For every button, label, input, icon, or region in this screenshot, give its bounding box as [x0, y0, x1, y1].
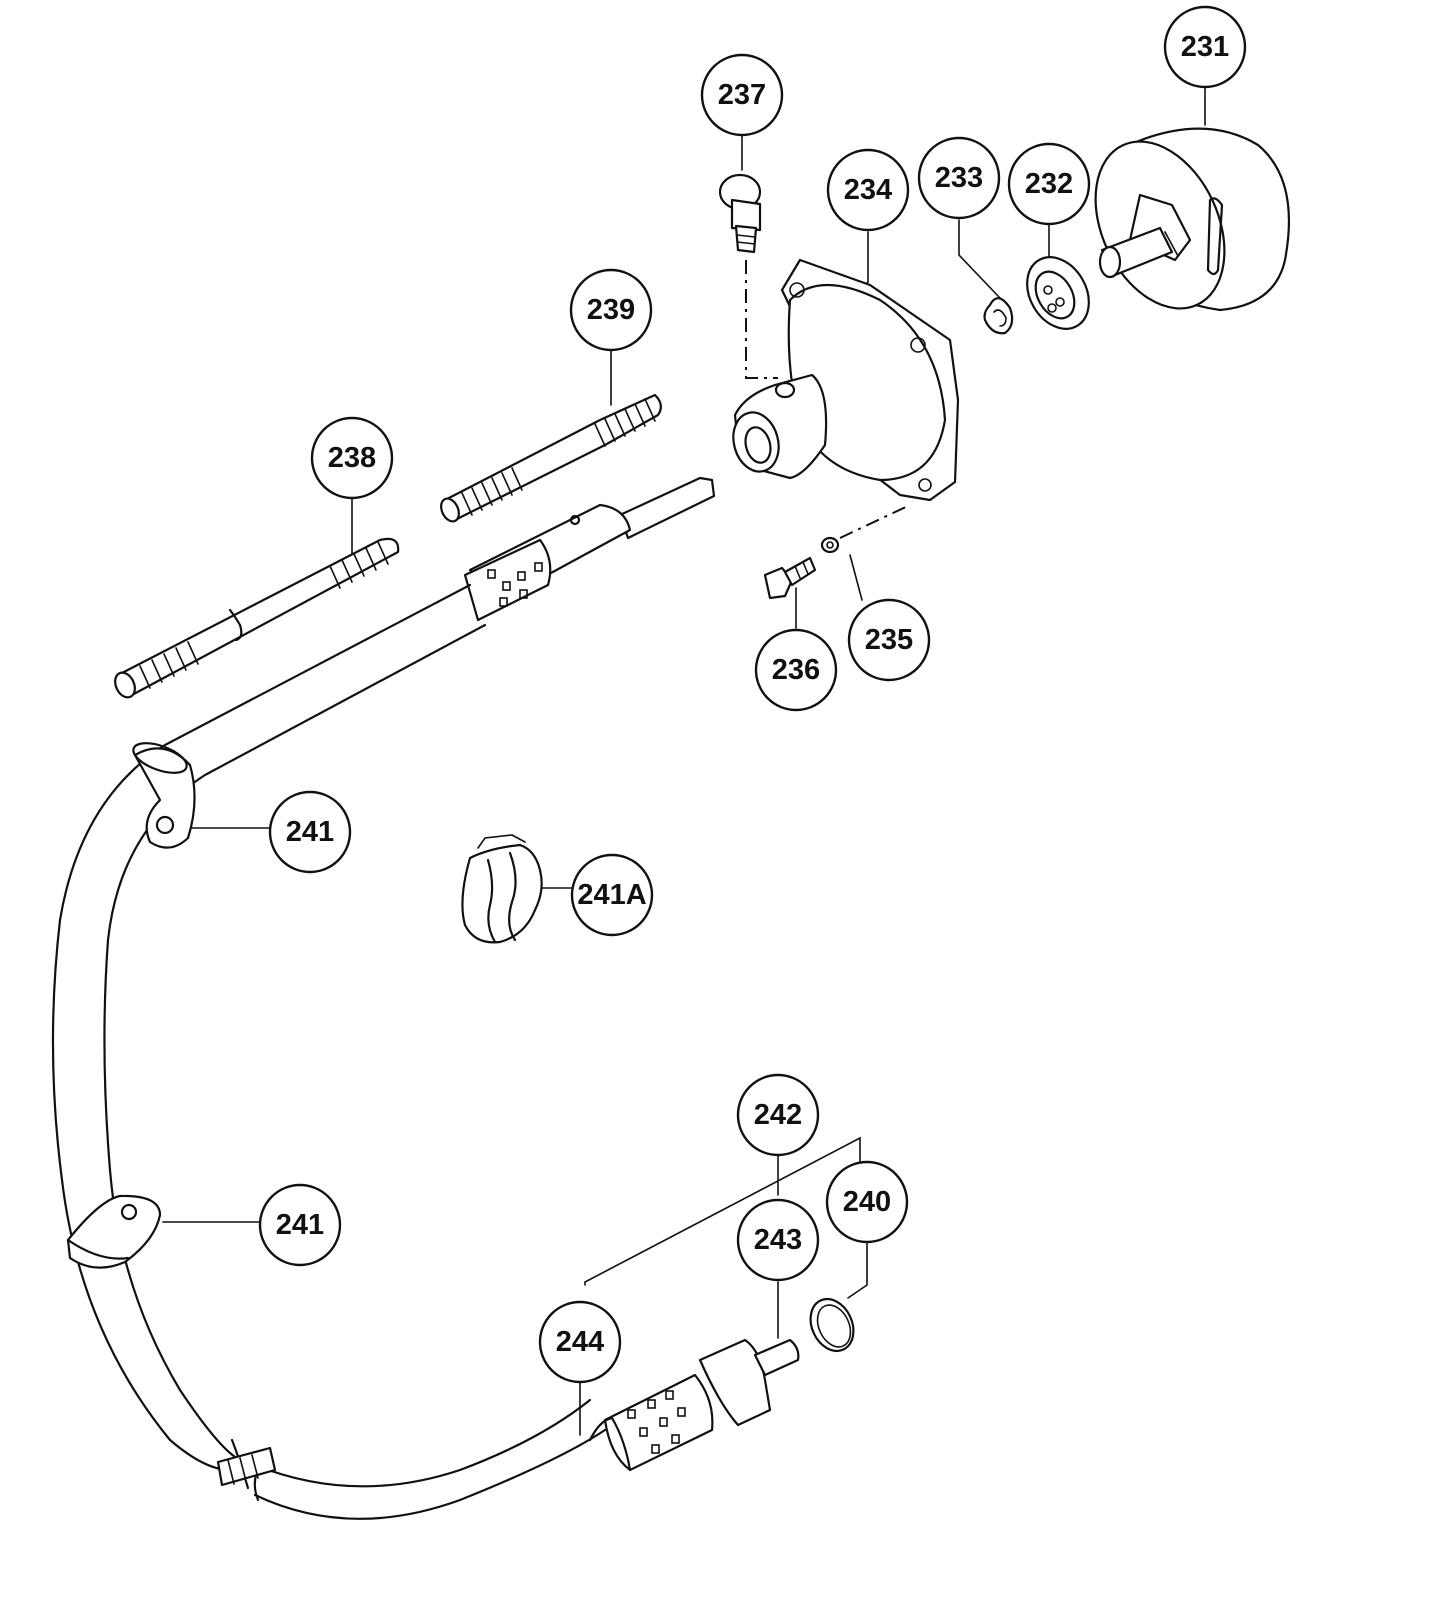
clutch-drum-part [1094, 127, 1291, 312]
grease-screw-part [718, 173, 762, 254]
callout-234-label: 234 [844, 174, 892, 206]
callout-239: 239 [569, 268, 653, 352]
callout-242-label: 242 [754, 1099, 802, 1131]
callout-238: 238 [310, 416, 394, 500]
split-clamp-part [461, 834, 543, 944]
callout-234: 234 [826, 148, 910, 232]
callout-233-label: 233 [935, 162, 983, 194]
tube-clamp-upper-part [132, 742, 196, 849]
callout-237: 237 [700, 53, 784, 137]
washer-part [820, 536, 840, 554]
callout-243-label: 243 [754, 1224, 802, 1256]
bolt-part [763, 556, 817, 600]
callout-243: 243 [736, 1198, 820, 1282]
o-ring-part [809, 1298, 855, 1352]
snap-ring-part [983, 297, 1014, 335]
callout-241a-label: 241A [577, 879, 646, 911]
callout-231: 231 [1163, 5, 1247, 89]
callout-241-upper: 241 [268, 790, 352, 874]
housing-part [732, 258, 960, 502]
callout-240: 240 [825, 1160, 909, 1244]
callout-237-label: 237 [718, 79, 766, 111]
callout-239-label: 239 [587, 294, 635, 326]
callout-238-label: 238 [328, 442, 376, 474]
callout-233: 233 [917, 136, 1001, 220]
callout-231-label: 231 [1181, 31, 1229, 63]
stud-long-part [114, 537, 400, 699]
drive-shaft-part [463, 476, 716, 622]
callout-232-label: 232 [1025, 168, 1073, 200]
stud-short-part [440, 393, 662, 523]
callout-232: 232 [1007, 142, 1091, 226]
bearing-part [1026, 256, 1090, 330]
lower-fitting-part [588, 1338, 800, 1472]
callout-241a: 241A [570, 853, 654, 937]
leader-lines [162, 87, 1206, 1436]
callout-241-upper-label: 241 [286, 816, 334, 848]
callout-240-label: 240 [843, 1186, 891, 1218]
callout-241-lower: 241 [258, 1183, 342, 1267]
callout-236: 236 [754, 628, 838, 712]
callout-235-label: 235 [865, 624, 913, 656]
outer-tube-part [51, 583, 607, 1520]
callout-244: 244 [538, 1300, 622, 1384]
callout-244-label: 244 [556, 1326, 604, 1358]
tube-clamp-lower-part [66, 1194, 162, 1269]
callout-236-label: 236 [772, 654, 820, 686]
callout-241-lower-label: 241 [276, 1209, 324, 1241]
callout-242: 242 [736, 1073, 820, 1157]
callout-235: 235 [847, 598, 931, 682]
